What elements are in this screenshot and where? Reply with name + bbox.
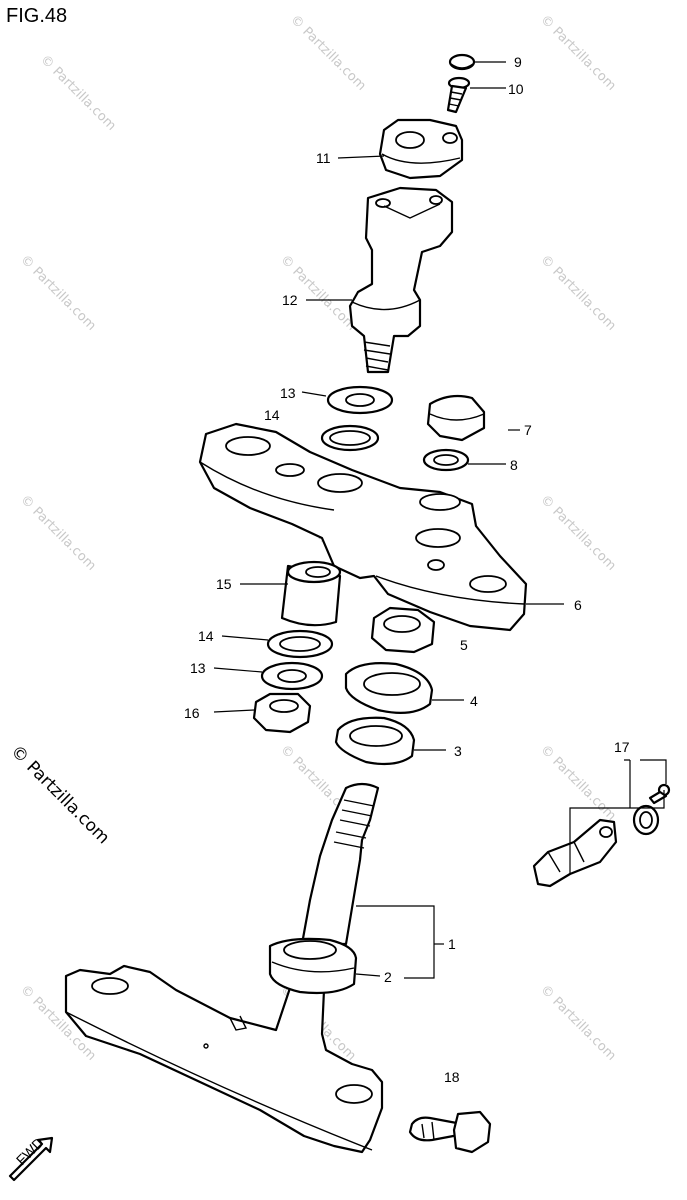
- label-part-3: 3: [454, 743, 462, 759]
- label-part-10: 10: [508, 81, 524, 97]
- leader-lines: [213, 61, 667, 979]
- label-part-14-lower: 14: [198, 628, 214, 644]
- part-4-bearing: [344, 662, 434, 715]
- label-part-17: 17: [614, 739, 630, 755]
- watermark: © Partzilla.com: [537, 492, 619, 574]
- part-8-washer: [422, 448, 470, 472]
- part-7-cap-nut: [426, 394, 486, 442]
- watermark: © Partzilla.com: [17, 492, 99, 574]
- part-2-dust-seal: [268, 937, 358, 995]
- part-14-washer-lower: [266, 629, 334, 659]
- watermark: © Partzilla.com: [17, 252, 99, 334]
- part-13-washer-upper: [326, 385, 394, 415]
- partzilla-credit: © Partzilla.com: [6, 741, 113, 848]
- watermark: © Partzilla.com: [37, 52, 119, 134]
- label-part-18: 18: [444, 1069, 460, 1085]
- label-part-2: 2: [384, 969, 392, 985]
- label-part-8: 8: [510, 457, 518, 473]
- label-part-1: 1: [448, 936, 456, 952]
- part-6-upper-bracket: [198, 422, 528, 632]
- label-part-15: 15: [216, 576, 232, 592]
- watermark: © Partzilla.com: [537, 12, 619, 94]
- part-5-steering-nut: [370, 606, 436, 654]
- label-part-12: 12: [282, 292, 298, 308]
- label-part-9: 9: [514, 54, 522, 70]
- part-3-bearing: [334, 716, 416, 766]
- figure-title: FIG.48: [6, 5, 67, 27]
- label-part-14-upper: 14: [264, 407, 280, 423]
- part-13-washer-lower: [260, 661, 324, 691]
- part-17-ignition-lock: [532, 783, 671, 888]
- watermark: © Partzilla.com: [287, 12, 369, 94]
- part-15-spacer: [280, 560, 342, 627]
- part-12-holder-post: [348, 186, 454, 374]
- label-part-5: 5: [460, 637, 468, 653]
- part-number-labels: 9 10 11 12 13 14 7 8 6 15 5 14 13 16 4 3…: [184, 54, 630, 1085]
- part-14-washer-upper: [320, 424, 380, 452]
- label-part-11: 11: [316, 150, 331, 166]
- label-part-13-lower: 13: [190, 660, 206, 676]
- label-part-4: 4: [470, 693, 478, 709]
- part-18-bolt: [408, 1110, 492, 1154]
- fwd-arrow-icon: FWD: [8, 1134, 54, 1182]
- label-part-16: 16: [184, 705, 200, 721]
- part-10-bolt: [446, 76, 471, 114]
- part-9-cap: [448, 53, 476, 71]
- label-part-6: 6: [574, 597, 582, 613]
- part-16-nut: [252, 692, 312, 734]
- label-part-13-upper: 13: [280, 385, 296, 401]
- part-1-steering-stem: [64, 782, 384, 1154]
- watermark: © Partzilla.com: [537, 982, 619, 1064]
- watermark: © Partzilla.com: [537, 252, 619, 334]
- part-11-holder-cap: [378, 118, 464, 180]
- watermark: © Partzilla.com: [537, 742, 619, 824]
- label-part-7: 7: [524, 422, 532, 438]
